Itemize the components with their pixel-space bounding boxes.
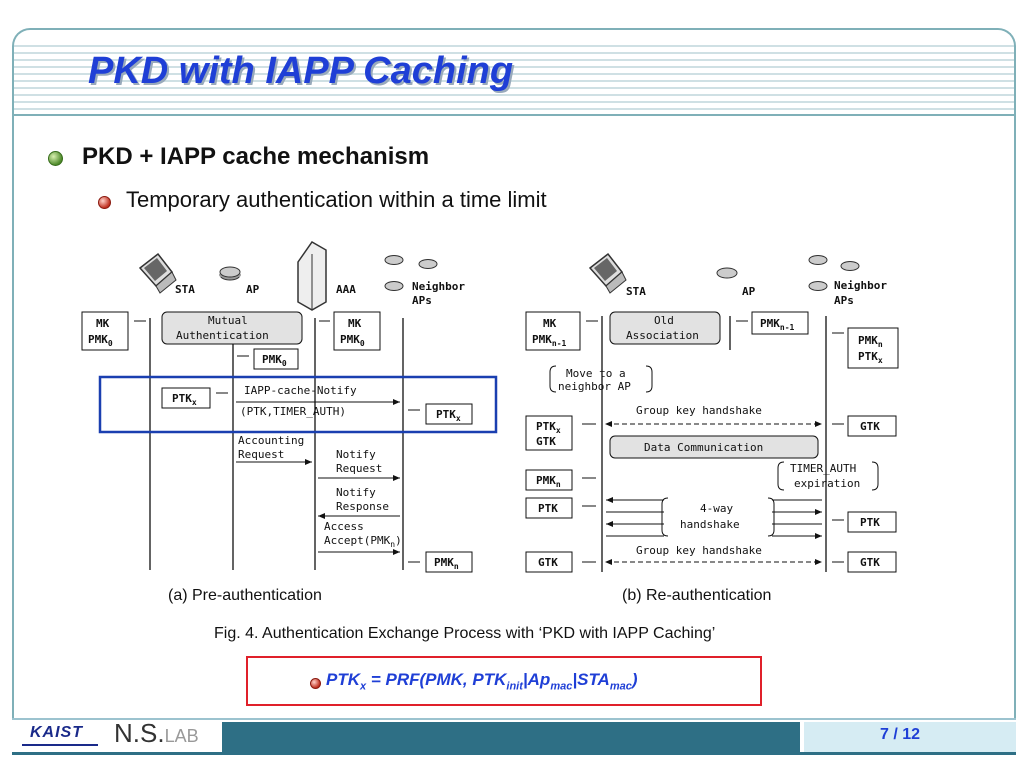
figure-caption: Fig. 4. Authentication Exchange Process … — [214, 625, 716, 642]
svg-text:PTKx: PTKx — [858, 350, 883, 365]
title-rule — [14, 114, 1014, 116]
svg-text:PMK0: PMK0 — [340, 333, 365, 348]
svg-text:PTK: PTK — [538, 502, 558, 515]
entity-neighbor-b: Neighbor — [834, 279, 887, 292]
svg-text:PMKn: PMKn — [434, 556, 459, 571]
slide-frame — [12, 28, 1016, 752]
laptop-icon — [138, 252, 177, 294]
kaist-logo-underline — [22, 744, 98, 746]
acct-label-2: Request — [238, 448, 284, 461]
footer-top-rule — [12, 718, 1016, 720]
move-2: neighbor AP — [558, 380, 631, 393]
slide-title: PKD with IAPP Caching — [88, 50, 514, 92]
svg-text:PMK0: PMK0 — [88, 333, 113, 348]
iapp-notify-params: (PTK,TIMER_AUTH) — [240, 405, 346, 418]
svg-text:MK: MK — [96, 317, 110, 330]
gkh-2: Group key handshake — [636, 544, 762, 557]
figure-a: STA AP AAA Neighbor APs MK PMK0 Mutual — [81, 241, 498, 573]
caption-a: (a) Pre-authentication — [168, 587, 322, 604]
kaist-logo: KAIST — [30, 724, 83, 741]
notify-resp-2: Response — [336, 500, 389, 513]
svg-text:PTK: PTK — [860, 516, 880, 529]
entity-sta-b: STA — [626, 285, 646, 298]
move-1: Move to a — [566, 367, 626, 380]
caption-b: (b) Re-authentication — [622, 587, 772, 604]
iapp-notify: IAPP-cache-Notify — [244, 384, 357, 397]
old-assoc-2: Association — [626, 329, 699, 342]
svg-text:GTK: GTK — [538, 556, 558, 569]
access-2: Accept(PMKn) — [324, 534, 402, 549]
router-icon — [716, 267, 738, 279]
figure-b: STA AP Neighbor APs MK PMKn-1 Old Associ… — [525, 252, 899, 573]
notify-req-2: Request — [336, 462, 382, 475]
mutual-label-1: Mutual — [208, 314, 248, 327]
notify-req-1: Notify — [336, 448, 376, 461]
footer-bar — [222, 722, 800, 752]
svg-text:GTK: GTK — [536, 435, 556, 448]
router-icon — [219, 266, 241, 281]
server-icon — [297, 241, 327, 311]
svg-text:PMKn: PMKn — [858, 334, 883, 349]
bullet-red-icon — [98, 196, 111, 209]
svg-text:GTK: GTK — [860, 556, 880, 569]
bullet-red-icon — [310, 678, 321, 689]
timer-1: TIMER_AUTH — [790, 462, 856, 475]
svg-text:MK: MK — [543, 317, 557, 330]
highlight-box — [98, 375, 498, 434]
entity-aaa: AAA — [336, 283, 356, 296]
notify-resp-1: Notify — [336, 486, 376, 499]
svg-text:GTK: GTK — [860, 420, 880, 433]
footer-bottom-rule — [12, 752, 1016, 755]
gkh-1: Group key handshake — [636, 404, 762, 417]
timer-2: expiration — [794, 477, 860, 490]
bullet-green-icon — [48, 151, 63, 166]
data-comm: Data Communication — [644, 441, 763, 454]
formula-text: PTKx = PRF(PMK, PTKinit|Apmac|STAmac) — [326, 670, 638, 693]
svg-text:MK: MK — [348, 317, 362, 330]
svg-text:PMKn: PMKn — [536, 474, 561, 489]
svg-text:PTKx: PTKx — [172, 392, 197, 407]
bullet-level1: PKD + IAPP cache mechanism — [82, 143, 430, 170]
entity-ap: AP — [246, 283, 260, 296]
footer-page-box — [804, 722, 1016, 752]
acct-label: Accounting — [238, 434, 304, 447]
entity-sta: STA — [175, 283, 195, 296]
svg-text:PMK0: PMK0 — [262, 353, 287, 368]
router-icon — [808, 255, 860, 291]
bullet-level2: Temporary authentication within a time l… — [126, 187, 547, 212]
router-icon — [384, 255, 438, 291]
title-stripes — [14, 45, 1014, 115]
fourway-1: 4-way — [700, 502, 733, 515]
fourway-2: handshake — [680, 518, 740, 531]
entity-ap-b: AP — [742, 285, 756, 298]
page-number: 7 / 12 — [880, 726, 921, 743]
mutual-label-2: Authentication — [176, 329, 269, 342]
svg-text:PTKx: PTKx — [436, 408, 461, 423]
formula-box — [246, 656, 762, 706]
svg-text:PTKx: PTKx — [536, 420, 561, 435]
lab-logo: N.S.LAB — [114, 718, 199, 748]
entity-neighbor: Neighbor — [412, 280, 465, 293]
old-assoc-1: Old — [654, 314, 674, 327]
laptop-icon — [588, 252, 627, 294]
access-1: Access — [324, 520, 364, 533]
entity-aps-b: APs — [834, 294, 854, 307]
entity-aps: APs — [412, 294, 432, 307]
